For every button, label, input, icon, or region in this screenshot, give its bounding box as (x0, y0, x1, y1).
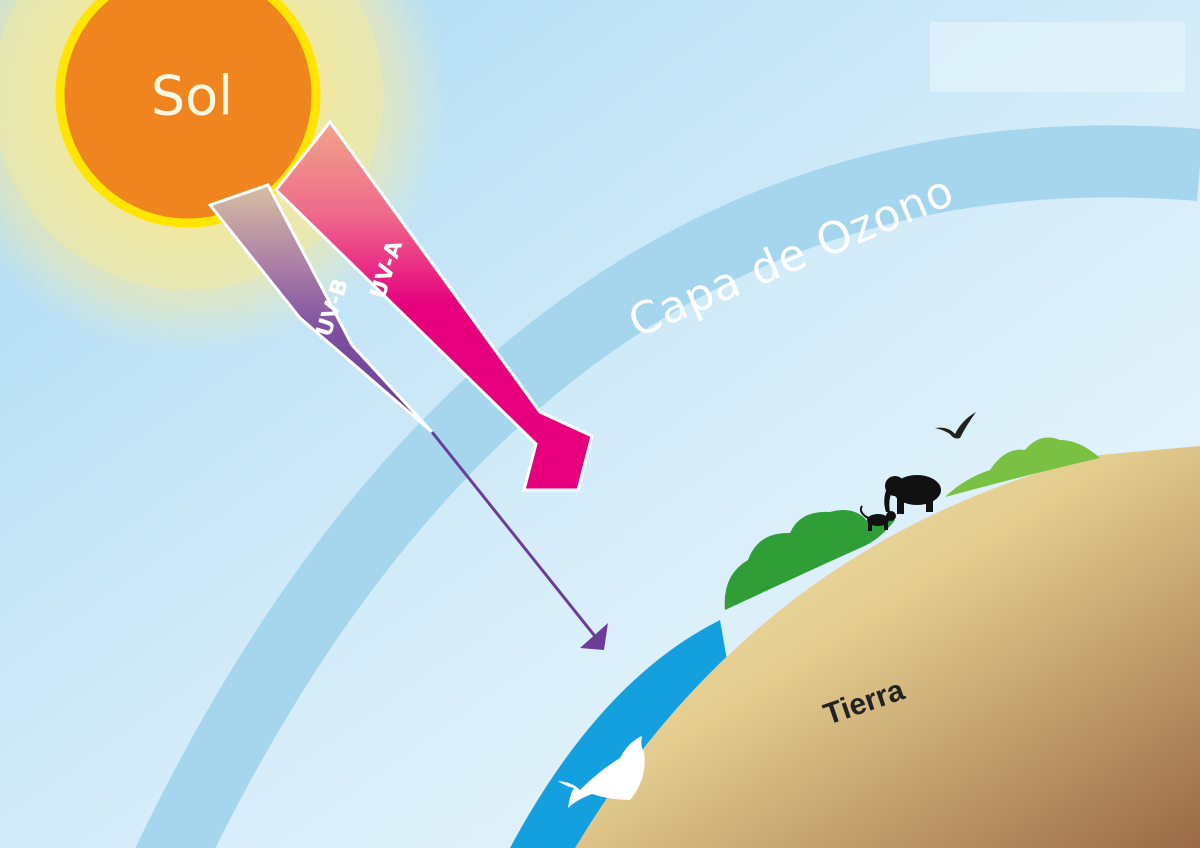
uv-b-arrowhead (580, 623, 608, 650)
sky-highlight (930, 22, 1185, 92)
uv-a-beam (273, 119, 594, 492)
elephant-icon (884, 475, 941, 514)
sun-icon (55, 0, 321, 228)
uv-b-beam (207, 183, 434, 434)
ozone-layer-band (135, 125, 1200, 848)
uv-a-ray: UV-A (273, 119, 594, 492)
hills-right (945, 437, 1100, 497)
monkey-icon (859, 505, 896, 531)
earth-land (575, 446, 1200, 848)
bushes-left (724, 509, 895, 610)
uv-b-thin-ray (430, 431, 600, 641)
sun-label: Sol (151, 65, 233, 128)
bird-icon (935, 412, 976, 439)
whale-icon (558, 736, 645, 808)
